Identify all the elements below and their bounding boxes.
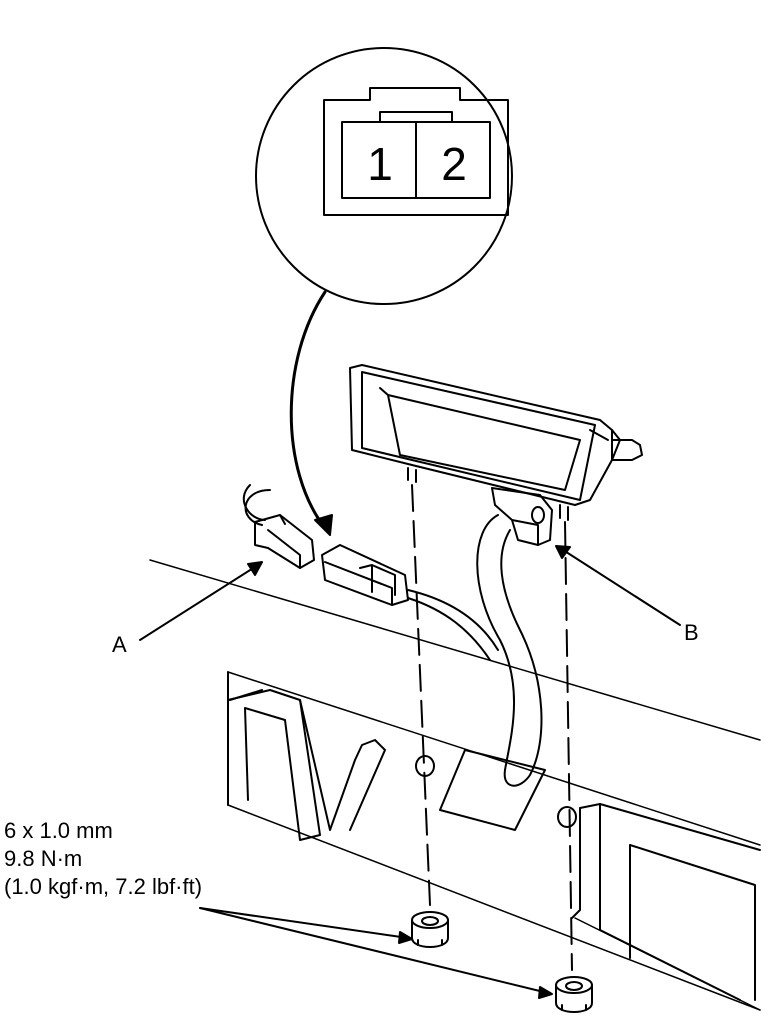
mounting-hole-right — [557, 806, 577, 828]
callout-a-label: A — [112, 632, 127, 657]
brake-light-housing — [349, 364, 643, 546]
bolt-size: 6 x 1.0 mm — [4, 818, 113, 843]
flange-nut-2 — [555, 976, 593, 1013]
callout-b-leader — [555, 545, 681, 626]
harness-access-hole — [439, 749, 546, 831]
pin-2-label: 2 — [441, 138, 467, 190]
inset-leader-arrow — [289, 290, 333, 536]
torque-value: 9.8 N·m — [4, 846, 82, 871]
torque-alt-units: (1.0 kgf·m, 7.2 lbf·ft) — [4, 874, 202, 899]
body-panel — [149, 559, 761, 1011]
connector-a — [254, 514, 315, 569]
connector-face-inset: 1 2 — [255, 47, 513, 305]
flange-nut-1 — [411, 911, 449, 948]
callout-b-label: B — [684, 620, 699, 645]
torque-spec: 6 x 1.0 mm 9.8 N·m (1.0 kgf·m, 7.2 lbf·f… — [4, 818, 202, 899]
pin-1-label: 1 — [367, 138, 393, 190]
callout-a-leader — [139, 561, 263, 641]
bolt-alignment-lines — [411, 484, 573, 971]
connector-light-side — [321, 544, 409, 606]
torque-spec-arrows — [199, 907, 553, 999]
